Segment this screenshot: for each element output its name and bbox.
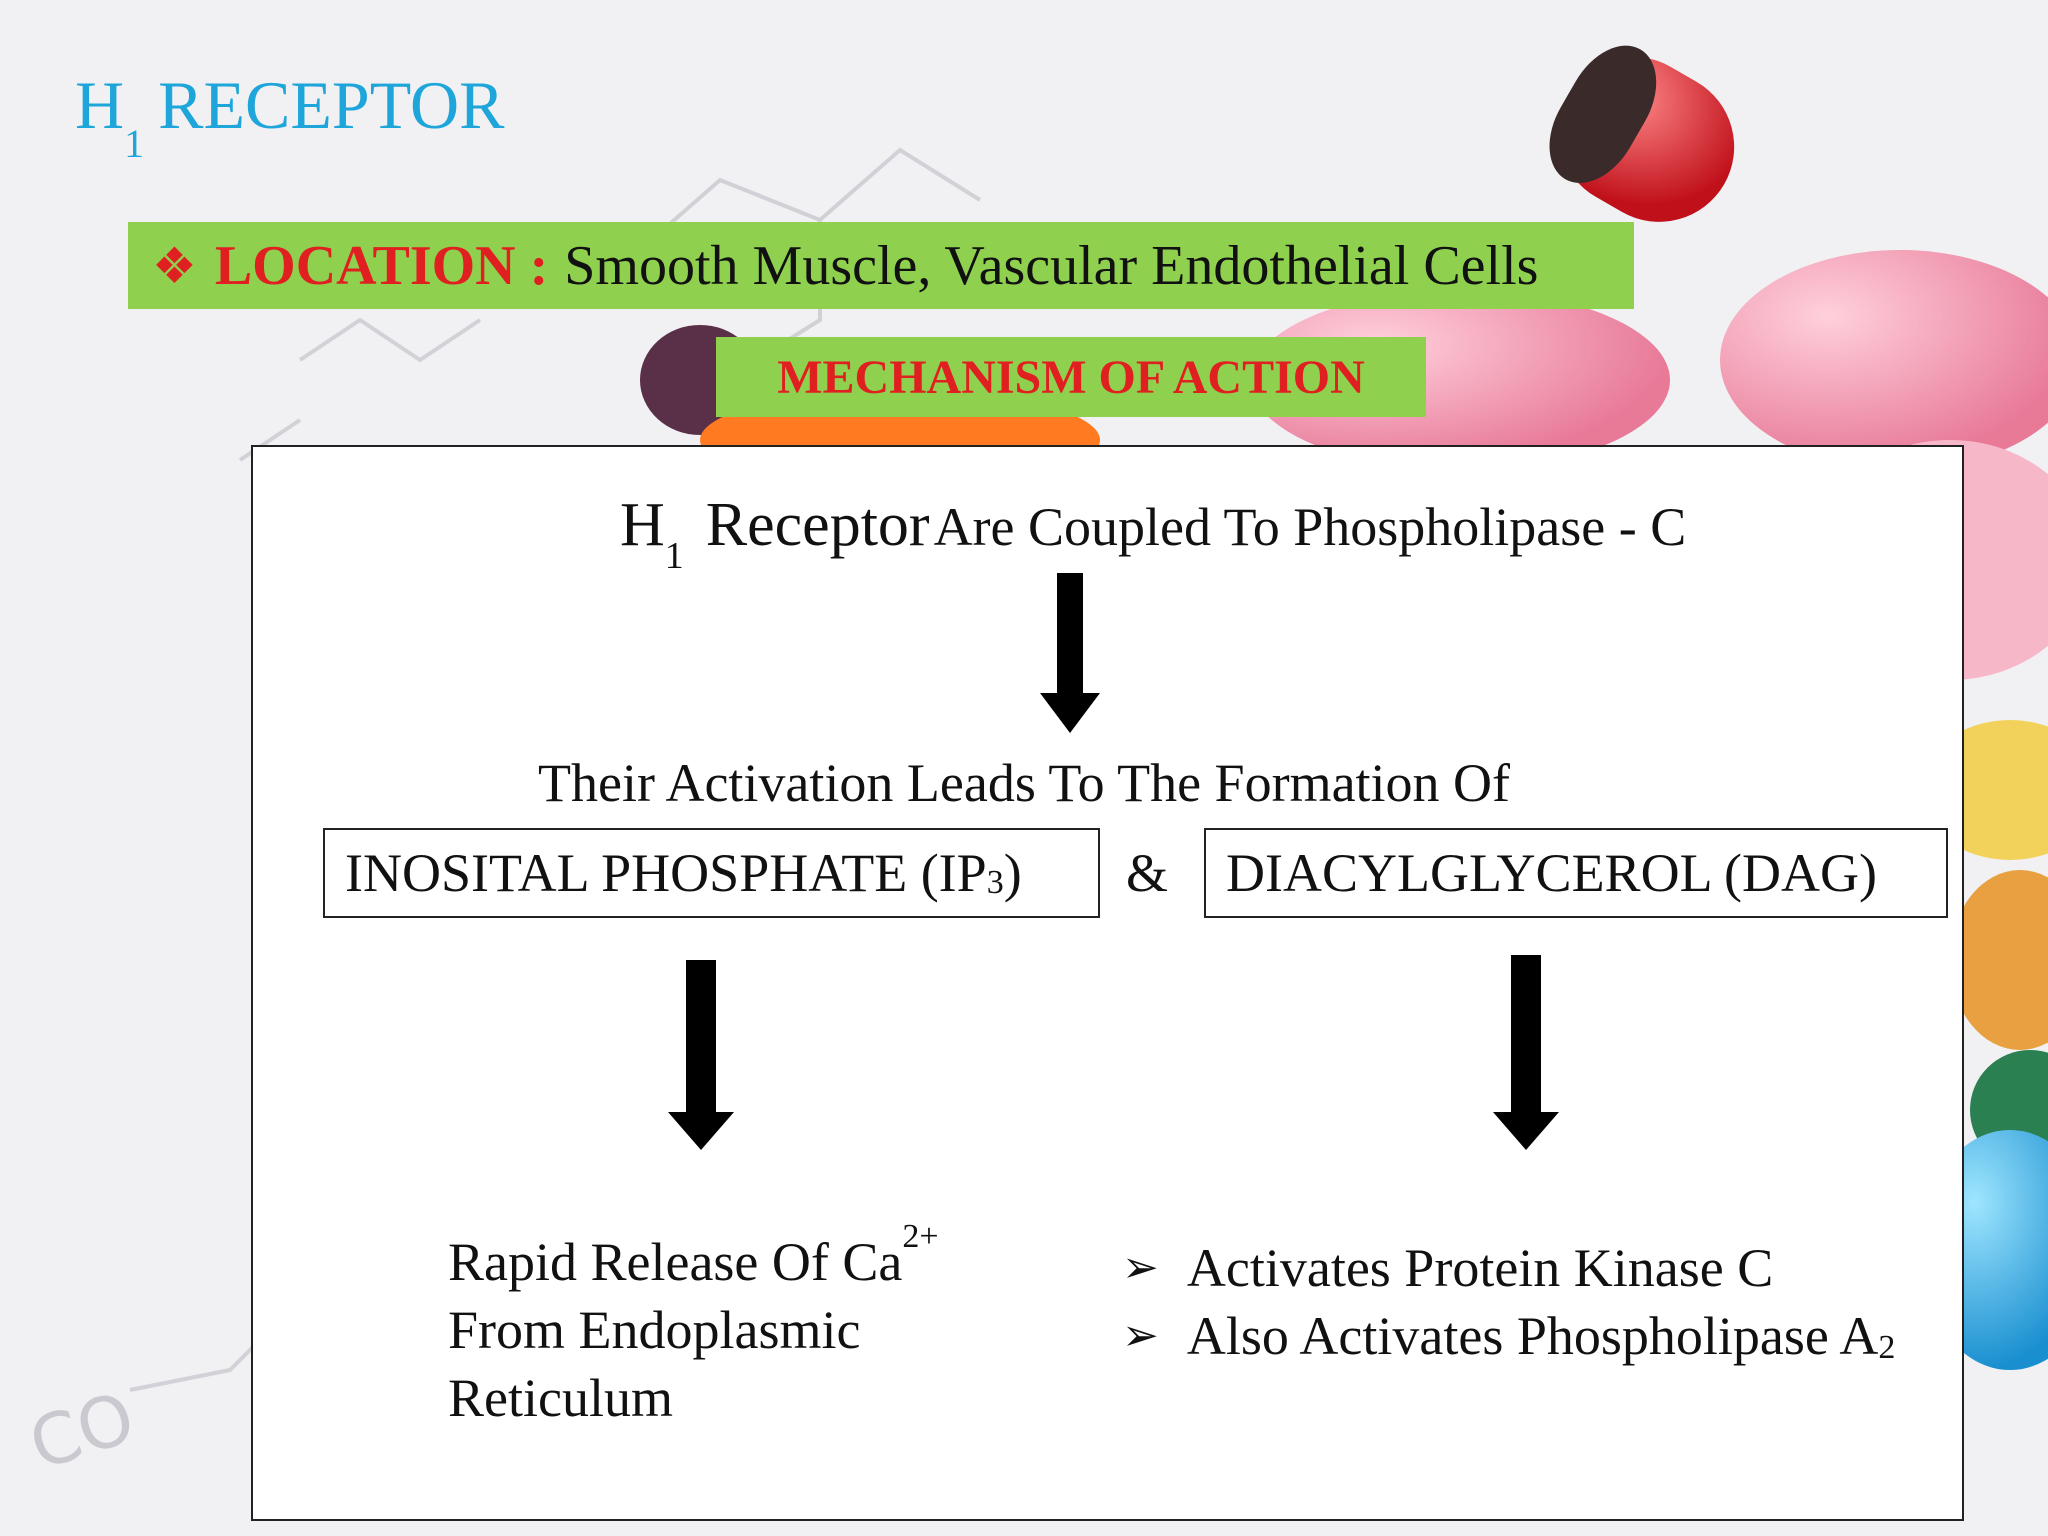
step1-word: Receptor <box>705 491 930 559</box>
ip3-result-line1: Rapid Release Of Ca2+ <box>448 1220 939 1296</box>
step1-h: H <box>620 491 665 559</box>
ip3-result: Rapid Release Of Ca2+ From Endoplasmic R… <box>448 1220 939 1432</box>
flow-step-activation: Their Activation Leads To The Formation … <box>538 753 1511 813</box>
mechanism-heading: MECHANISM OF ACTION <box>716 337 1426 417</box>
ip3-result-line2: From Endoplasmic <box>448 1300 861 1360</box>
location-bar: ❖ LOCATION : Smooth Muscle, Vascular End… <box>128 222 1634 309</box>
diamond-bullet-icon: ❖ <box>152 237 197 294</box>
step1-subscript: 1 <box>664 535 684 578</box>
step1-rest: Are Coupled To Phospholipase - C <box>933 497 1687 557</box>
flow-step-receptor: H1 Receptor Are Coupled To Phospholipase … <box>620 490 1687 575</box>
location-text: Smooth Muscle, Vascular Endothelial Cell… <box>564 234 1539 297</box>
ca-superscript: 2+ <box>902 1218 939 1255</box>
title-subscript: 1 <box>124 120 145 166</box>
slide-title: H1 RECEPTOR <box>75 66 505 163</box>
ip3-text: INOSITAL PHOSPHATE (IP <box>345 843 987 903</box>
ca-release-text: Rapid Release Of Ca <box>448 1232 903 1292</box>
ip3-result-line3: Reticulum <box>448 1368 673 1428</box>
dag-result-item1: Activates Protein Kinase C <box>1186 1238 1774 1298</box>
dag-box: DIACYLGLYCEROL (DAG) <box>1204 828 1948 918</box>
title-text: RECEPTOR <box>158 67 505 143</box>
ampersand: & <box>1126 843 1169 903</box>
arrow-bullet-icon: ➢ <box>1122 1311 1159 1360</box>
list-item: ➢ Activates Protein Kinase C <box>1122 1234 1895 1302</box>
arrow-bullet-icon: ➢ <box>1122 1243 1159 1292</box>
title-h: H <box>75 67 125 143</box>
mechanism-panel <box>251 445 1964 1521</box>
ip3-close: ) <box>1003 843 1022 903</box>
location-label: LOCATION : <box>214 234 549 297</box>
dag-result-item2: Also Activates Phospholipase A <box>1186 1306 1879 1366</box>
dag-result-list: ➢ Activates Protein Kinase C ➢ Also Activa… <box>1122 1234 1895 1370</box>
